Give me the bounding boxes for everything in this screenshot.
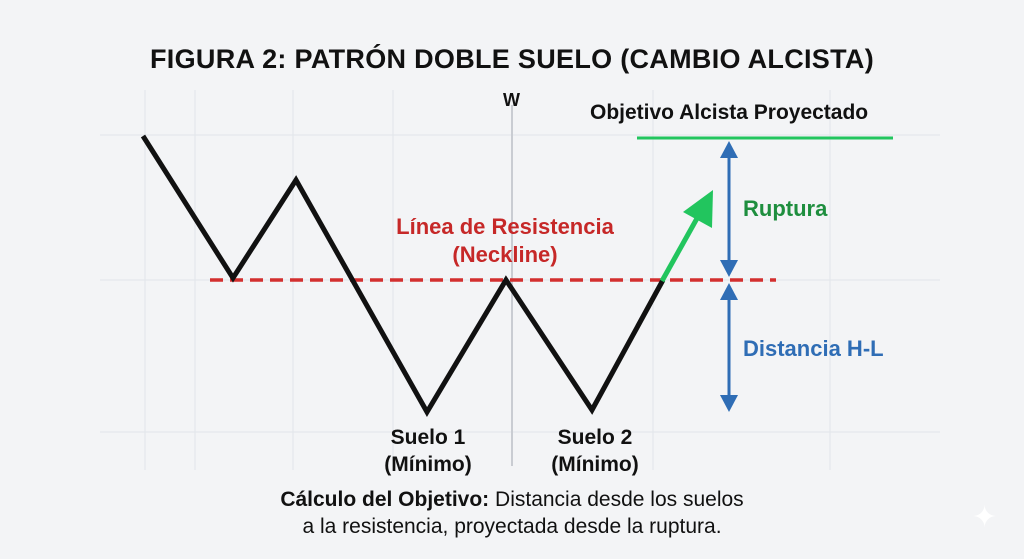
target-label: Objetivo Alcista Proyectado (590, 101, 869, 124)
breakout-arrow (659, 211, 703, 283)
calc-heading: Cálculo del Objetivo: (280, 488, 490, 511)
bottom1-name: Suelo 1 (390, 426, 466, 449)
calc-line2: a la resistencia, proyectada desde la ru… (302, 515, 722, 538)
neckline-label-line1: Línea de Resistencia (396, 214, 614, 239)
page-title: FIGURA 2: PATRÓN DOBLE SUELO (CAMBIO ALC… (150, 44, 874, 74)
bottom1-label: Suelo 1 (Mínimo) (358, 424, 498, 478)
calc-text: Distancia desde los suelos (489, 488, 744, 511)
bottom2-name: Suelo 2 (557, 426, 633, 449)
price-line (140, 134, 666, 417)
sparkle-icon: ✦ (972, 501, 998, 534)
breakout-arrowhead (683, 190, 713, 228)
bottom1-sub: (Mínimo) (384, 453, 472, 476)
bottom2-label: Suelo 2 (Mínimo) (525, 424, 665, 478)
bottom2-sub: (Mínimo) (551, 453, 639, 476)
distance-label: Distancia H-L (743, 336, 884, 361)
neckline-label: Línea de Resistencia (Neckline) (340, 213, 670, 269)
pattern-letter: W (503, 90, 520, 110)
neckline-label-line2: (Neckline) (452, 242, 558, 267)
measure-arrows (720, 141, 738, 412)
breakout-label: Ruptura (743, 196, 828, 221)
calculation-note: Cálculo del Objetivo: Distancia desde lo… (0, 486, 1024, 540)
